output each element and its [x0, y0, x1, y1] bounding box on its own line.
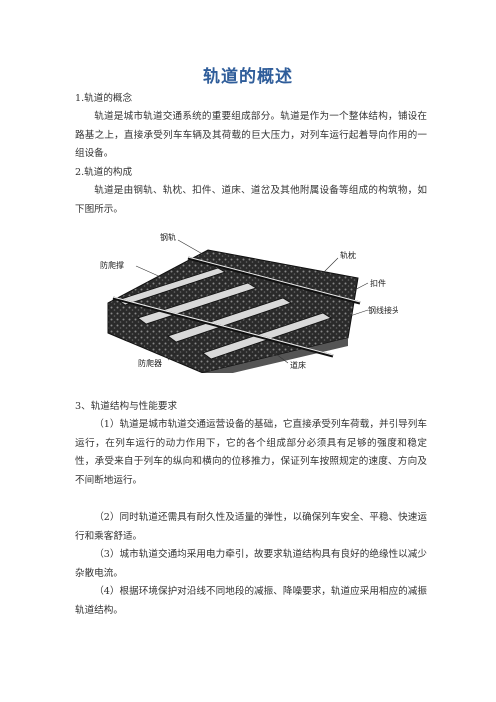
section-2-text: 轨道是由钢轨、轨枕、扣件、道床、道岔及其他附属设备等组成的构筑物，如下图所示。: [75, 185, 427, 215]
label-sleeper: 轨枕: [340, 250, 356, 260]
section-2-heading: 2.轨道的构成: [75, 167, 133, 178]
page-title: 轨道的概述: [203, 67, 293, 87]
track-structure-figure: 钢轨 防爬撑 轨枕 扣件 钢线接头 防爬器 道床: [98, 228, 400, 380]
section-3-item-1: （1）轨道是城市轨道交通运营设备的基础，它直接承受列车荷载，并引导列车运行，在列…: [75, 419, 427, 486]
label-fastener: 扣件: [370, 278, 386, 288]
label-rail: 钢轨: [160, 232, 176, 242]
label-ballast-bed: 道床: [290, 360, 306, 370]
label-anti-creeper: 防爬器: [138, 358, 162, 368]
section-1-heading: 1.轨道的概念: [75, 93, 133, 104]
section-3-item-3: （3）城市轨道交通均采用电力牵引，故要求轨道结构具有良好的绝缘性以减少杂散电流。: [75, 549, 427, 579]
section-3-item-4: （4）根据环境保护对沿线不同地段的减振、降噪要求，轨道应采用相应的减振轨道结构。: [75, 586, 427, 616]
label-anti-creep-support: 防爬撑: [100, 260, 124, 270]
section-3-item-2: （2）同时轨道还需具有耐久性及适量的弹性，以确保列车安全、平稳、快速运行和乘客舒…: [75, 512, 427, 542]
rails: [112, 256, 361, 358]
section-1-text: 轨道是城市轨道交通系统的重要组成部分。轨道是作为一个整体结构，铺设在路基之上，直…: [75, 111, 427, 159]
label-rail-joint: 钢线接头: [368, 305, 398, 315]
section-3-heading: 3、轨道结构与性能要求: [75, 401, 178, 412]
track-structure-diagram: 钢轨 防爬撑 轨枕 扣件 钢线接头 防爬器 道床: [100, 232, 400, 380]
